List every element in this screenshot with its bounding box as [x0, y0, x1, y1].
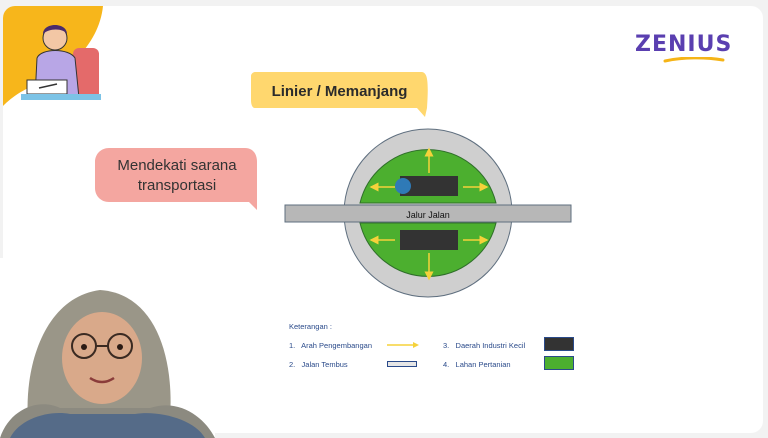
note-text: Mendekati sarana transportasi	[99, 156, 255, 196]
legend-label: Jalan Tembus	[301, 360, 348, 369]
legend-item-4: 4. Lahan Pertanian	[443, 360, 511, 369]
legend-item-3: 3. Daerah Industri Kecil	[443, 341, 525, 350]
zenius-logo: ZENIUS	[635, 32, 733, 57]
industry-box-icon	[544, 337, 574, 351]
settlement-pattern-diagram: Jalur Jalan	[284, 128, 572, 298]
logo-underline-icon	[663, 57, 725, 63]
arrow-icon	[387, 342, 419, 348]
title-bubble	[251, 72, 428, 117]
road-label: Jalur Jalan	[406, 210, 450, 220]
teacher-illustration-icon	[21, 25, 101, 100]
presentation-slide: ZENIUS Linier / Memanjang Mendekati sara…	[3, 6, 763, 433]
note-line-1: Mendekati sarana	[117, 157, 237, 174]
legend-item-1: 1. Arah Pengembangan	[289, 341, 372, 350]
legend-number: 3.	[443, 341, 450, 350]
legend-label: Daerah Industri Kecil	[455, 341, 526, 350]
note-bubble	[95, 148, 257, 210]
industry-box-top	[400, 176, 458, 196]
industry-marker	[395, 178, 411, 194]
legend-number: 4.	[443, 360, 450, 369]
farmland-box-icon	[544, 356, 574, 370]
legend-label: Arah Pengembangan	[301, 341, 372, 350]
road-line-icon	[387, 361, 417, 367]
legend-label: Lahan Pertanian	[455, 360, 511, 369]
industry-box-bottom	[400, 230, 458, 250]
presenter-video	[0, 258, 215, 438]
slide-title: Linier / Memanjang	[271, 83, 408, 100]
legend-number: 1.	[289, 341, 296, 350]
note-line-2: transportasi	[137, 177, 217, 194]
legend-title: Keterangan :	[289, 322, 332, 331]
road-band	[284, 204, 572, 223]
legend-number: 2.	[289, 360, 296, 369]
legend-item-2: 2. Jalan Tembus	[289, 360, 348, 369]
